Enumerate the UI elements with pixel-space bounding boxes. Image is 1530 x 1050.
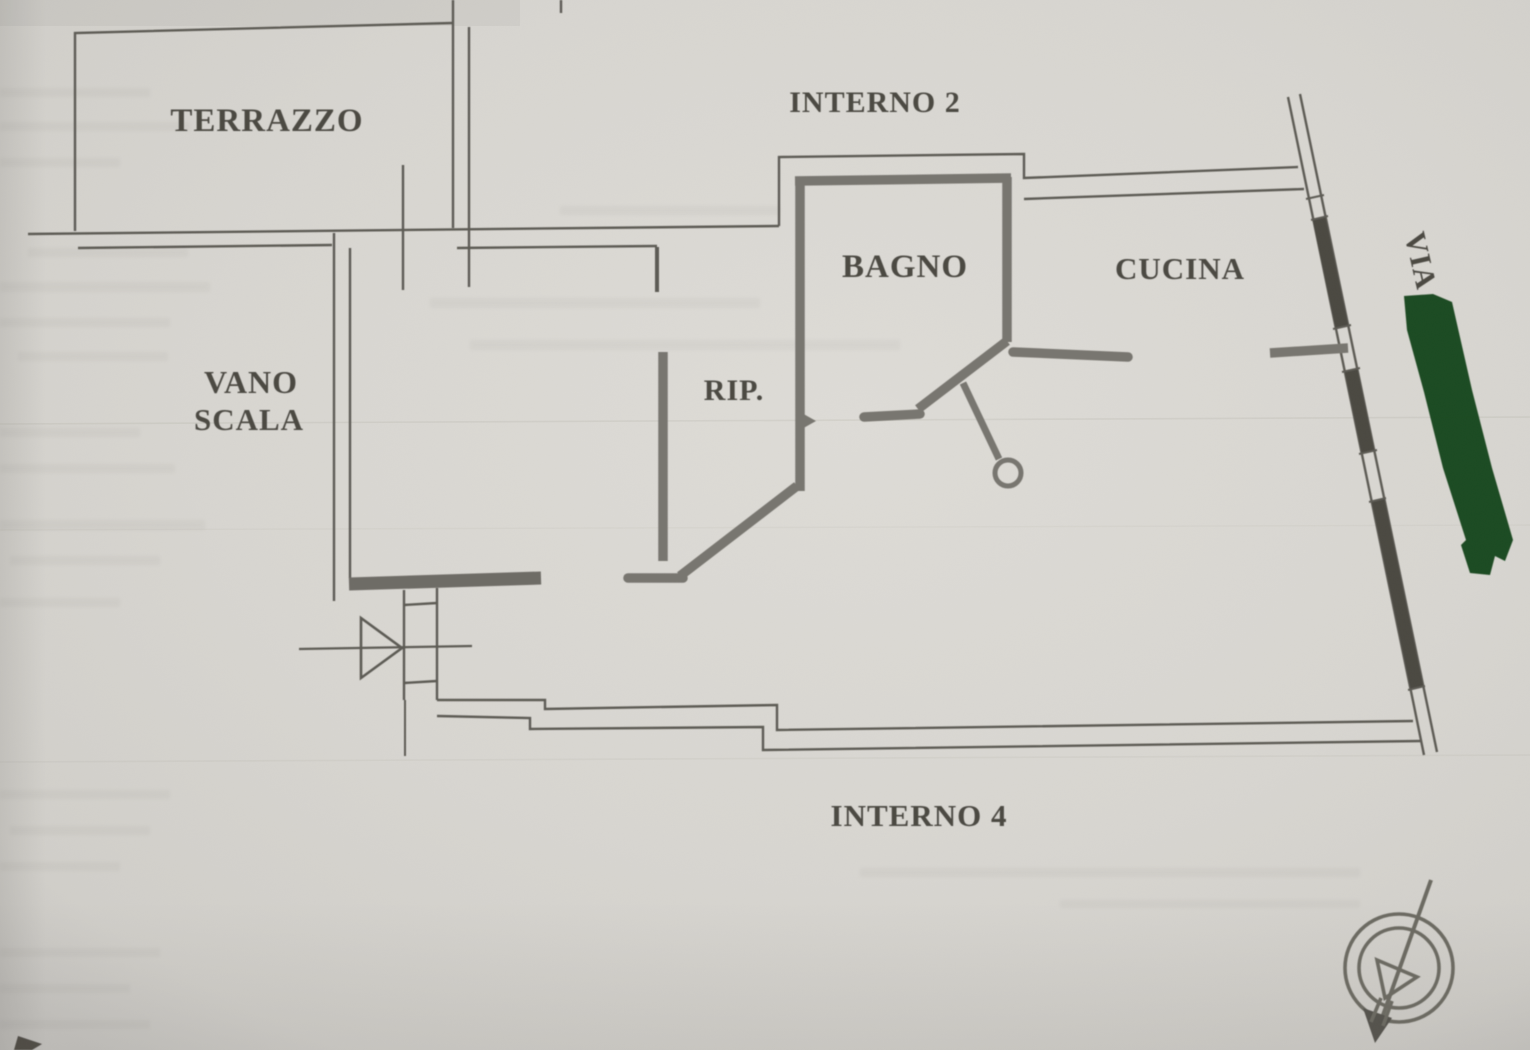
floor-plan-page: TERRAZZO INTERNO 2 BAGNO CUCINA VANO SCA… [0, 0, 1530, 1050]
scan-grain-overlay [0, 0, 1530, 1050]
floor-plan-scan: TERRAZZO INTERNO 2 BAGNO CUCINA VANO SCA… [0, 0, 1530, 1050]
